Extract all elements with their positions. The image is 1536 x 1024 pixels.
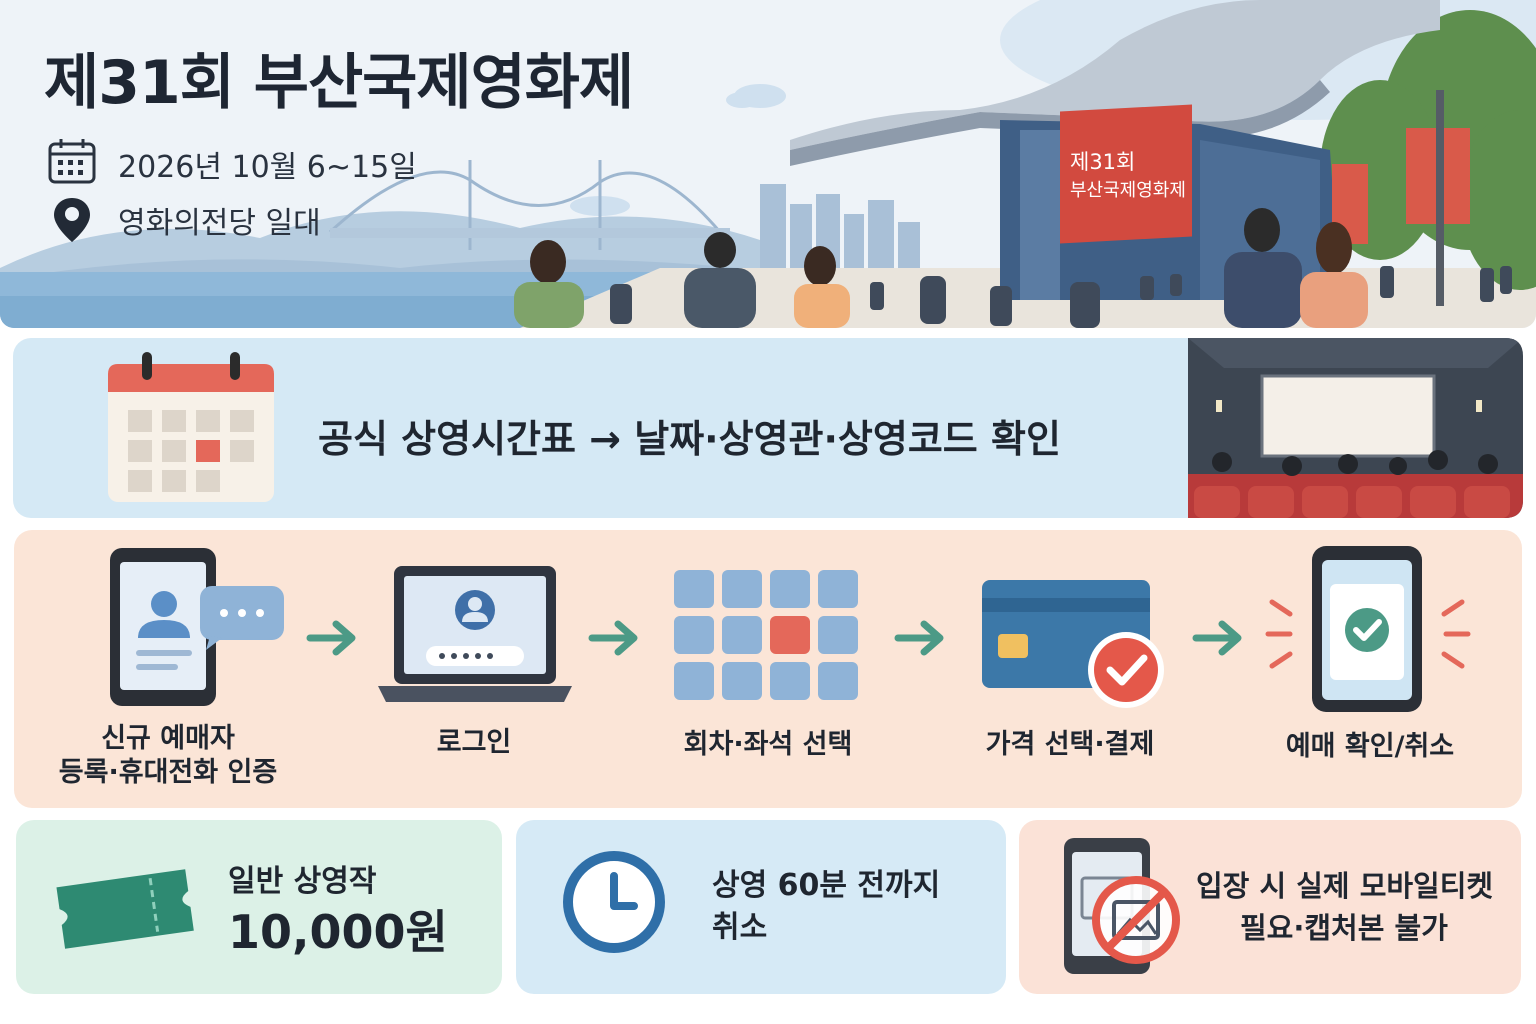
- laptop-login-icon: [378, 566, 572, 702]
- phone-user-chat-icon: [110, 548, 284, 706]
- price-value: 10,000원: [228, 905, 448, 959]
- step-label-login: 로그인: [436, 727, 512, 758]
- price-label: 일반 상영작: [228, 864, 377, 899]
- schedule-instruction: 공식 상영시간표 → 날짜·상영관·상영코드 확인: [318, 417, 1061, 461]
- ticket-icon: [56, 869, 194, 949]
- cancel-policy-line2: 취소: [712, 910, 768, 945]
- entry-policy-line1: 입장 시 실제 모바일티켓: [1196, 869, 1494, 903]
- step-label-line: 등록·휴대전화 인증: [58, 757, 278, 788]
- mobile-ticket-check-icon: [1265, 546, 1471, 712]
- hero-banner: 제31회 부산국제영화제 제31회 부산국제영화제 2026년 10월 6~15…: [0, 0, 1536, 328]
- page-title: 제31회 부산국제영화제: [44, 48, 634, 118]
- step-label-confirm-cancel: 예매 확인/취소: [1285, 731, 1455, 762]
- location-pin-icon: [54, 198, 90, 242]
- step-label-register: 신규 예매자 등록·휴대전화 인증: [30, 722, 306, 790]
- calendar-icon: [48, 139, 96, 184]
- step-label-payment: 가격 선택·결제: [985, 729, 1155, 760]
- festival-sign-line1: 제31회: [1070, 150, 1136, 174]
- clock-icon: [563, 851, 665, 953]
- no-screenshot-icon: [1064, 838, 1180, 974]
- seat-grid-icon: [674, 570, 858, 700]
- arrow-right-icon: [1192, 620, 1242, 656]
- calendar-icon: [108, 352, 274, 502]
- entry-policy-line2: 필요·캡처본 불가: [1240, 911, 1448, 945]
- step-label-seat-select: 회차·좌석 선택: [683, 729, 853, 760]
- festival-sign-line2: 부산국제영화제: [1070, 180, 1186, 201]
- credit-card-check-icon: [982, 580, 1164, 708]
- step-label-line: 신규 예매자: [101, 723, 235, 754]
- cancel-policy-line1: 상영 60분 전까지: [712, 868, 941, 903]
- festival-date: 2026년 10월 6~15일: [118, 150, 417, 185]
- booking-steps-panel: [14, 530, 1522, 808]
- arrow-right-icon: [894, 620, 944, 656]
- festival-venue-illustration: [0, 0, 1536, 328]
- festival-venue: 영화의전당 일대: [118, 206, 321, 241]
- arrow-right-icon: [306, 620, 356, 656]
- theater-screen-illustration: [1188, 338, 1523, 518]
- arrow-right-icon: [588, 620, 638, 656]
